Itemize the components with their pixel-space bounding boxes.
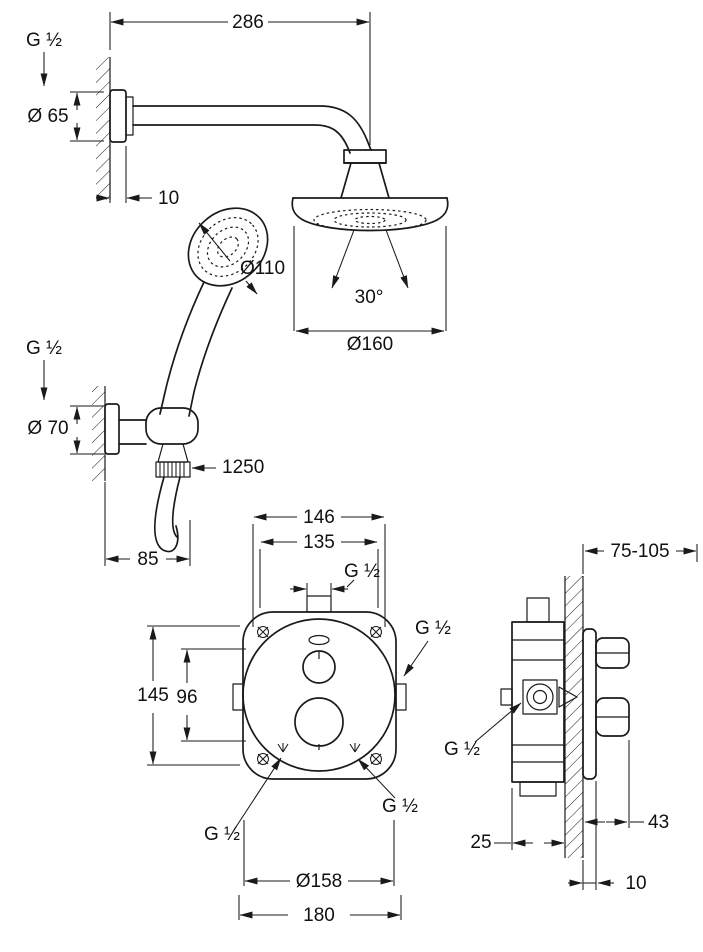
dim-286-label: 286 — [232, 12, 264, 33]
hand-shower-holder — [104, 403, 199, 455]
hand-shower — [159, 207, 269, 417]
dim-10-arm-label: 10 — [158, 188, 179, 209]
thread-trim-bottom-right-label: G ½ — [382, 796, 418, 817]
dim-75-105-label: 75-105 — [610, 541, 669, 562]
screw-top-left — [256, 625, 270, 639]
dimension-labels: 286 G ½ Ø 65 10 Ø110 30° Ø160 G ½ Ø 70 1… — [26, 12, 670, 926]
dim-145-label: 145 — [137, 685, 169, 706]
dim-146-label: 146 — [303, 507, 335, 528]
thermostat-front-view — [232, 595, 407, 780]
dim-dia110-label: Ø110 — [240, 258, 285, 279]
dim-10-wall-label: 10 — [625, 873, 646, 894]
screw-bottom-left — [256, 752, 270, 766]
head-shower — [291, 197, 449, 232]
volume-knob — [294, 697, 344, 747]
dim-43-label: 43 — [648, 812, 669, 833]
dim-96-label: 96 — [176, 687, 197, 708]
dim-dia65-label: Ø 65 — [27, 106, 68, 127]
dim-180-label: 180 — [303, 905, 335, 926]
flow-direction-arrow — [558, 686, 578, 708]
temperature-knob — [302, 650, 336, 684]
outlet-symbol-right — [349, 743, 361, 753]
dim-dia160-label: Ø160 — [347, 334, 393, 355]
dim-25-label: 25 — [470, 832, 491, 853]
shower-arm — [109, 89, 390, 199]
thread-holder-label: G ½ — [26, 338, 62, 359]
thread-trim-bottom-left-label: G ½ — [204, 824, 240, 845]
thread-arm-label: G ½ — [26, 30, 62, 51]
dimension-lines-front — [147, 513, 429, 920]
outlet-symbol-left — [277, 743, 289, 753]
thread-trim-top-label: G ½ — [344, 561, 380, 582]
thermostat-side-view — [500, 597, 630, 797]
screw-top-right — [369, 625, 383, 639]
screw-bottom-right — [369, 752, 383, 766]
dim-dia158-label: Ø158 — [296, 871, 342, 892]
dim-dia70-label: Ø 70 — [27, 418, 68, 439]
shower-hose — [154, 443, 191, 553]
dim-135-label: 135 — [303, 532, 335, 553]
dim-1250-label: 1250 — [222, 457, 264, 478]
dim-85-label: 85 — [137, 549, 158, 570]
thread-trim-right-label: G ½ — [415, 618, 451, 639]
thread-side-label: G ½ — [444, 739, 480, 760]
dimension-lines-side — [474, 544, 698, 890]
dimension-lines-top — [40, 12, 447, 566]
wall-sections — [92, 57, 584, 858]
angle-30-label: 30° — [355, 287, 384, 308]
